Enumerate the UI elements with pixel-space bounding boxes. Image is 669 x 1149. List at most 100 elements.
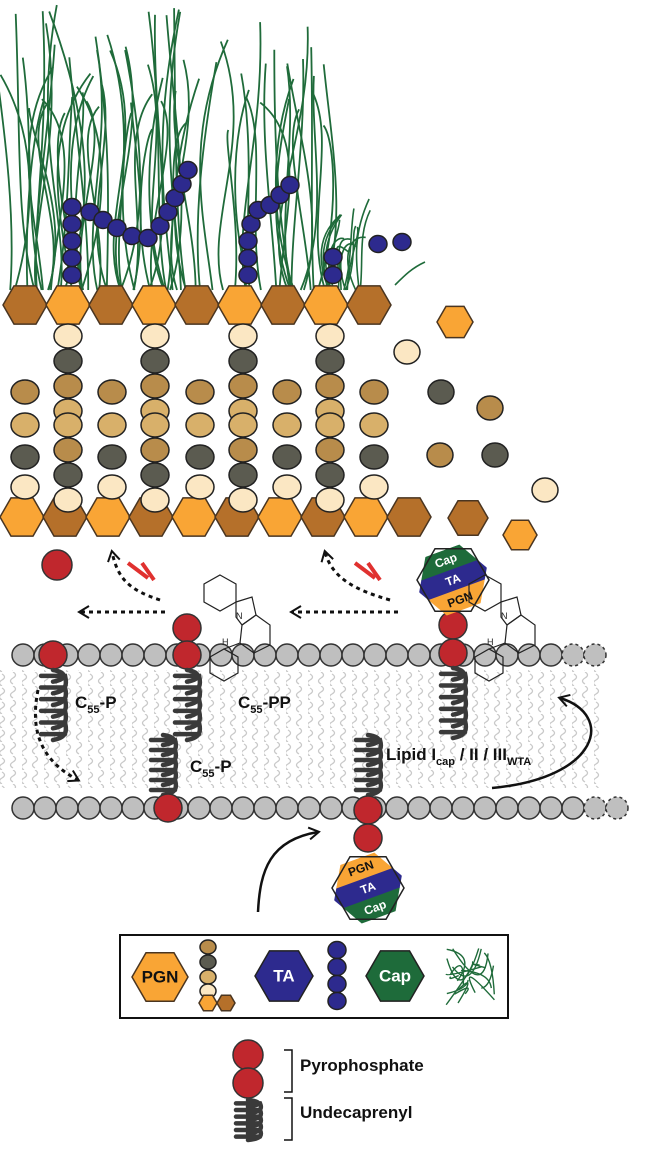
lipid-head-inner [407, 796, 431, 820]
lipid-head-inner [187, 796, 211, 820]
label-lipid-intermediates: Lipid Icap / II / IIIWTA [386, 745, 531, 768]
legend-fibre [468, 976, 495, 1001]
glycan-strand-hexagon [303, 285, 349, 325]
peptide-bead [53, 412, 83, 438]
peptide-bead [315, 323, 345, 349]
cap-fibre [310, 47, 315, 291]
cap-fibre [147, 64, 165, 291]
glycan-strand-hexagon [171, 497, 217, 537]
peptide-bead [185, 412, 215, 438]
cap-fibre [226, 129, 238, 291]
undecaprenyl-c55p [38, 667, 69, 743]
cap-fibre [41, 98, 66, 291]
peptide-bead [53, 373, 83, 399]
legend-ta-bead [327, 991, 347, 1011]
lipid-head-inner [55, 796, 79, 820]
lipid-head-outer [539, 643, 563, 667]
released-peptide [426, 442, 454, 468]
teichoic-acid-bead [368, 234, 388, 254]
peptide-bead [315, 412, 345, 438]
cap-fibre [94, 36, 110, 291]
legend-ta-label: TA [273, 967, 294, 986]
lipid-head-outer [561, 643, 585, 667]
cap-fibre [275, 78, 295, 291]
lipid-head-inner [121, 796, 145, 820]
phosphate-c55p-inner [153, 793, 183, 823]
cytoplasmic-membrane [0, 643, 629, 820]
peptide-bead [185, 444, 215, 470]
ta-band [330, 865, 406, 911]
legend-peptide-bead [199, 939, 217, 955]
peptide-bead [315, 462, 345, 488]
peptide-bead [53, 323, 83, 349]
pyrophosphate-lipid-inner-2 [353, 823, 383, 853]
legend-fibre [461, 969, 492, 989]
legend-fibre [451, 948, 482, 977]
legend-box [119, 934, 509, 1019]
lipid-head-inner [253, 796, 277, 820]
peptide-bead [140, 323, 170, 349]
cap-fibre [290, 58, 305, 291]
legend-phosphate-1 [232, 1039, 264, 1071]
peptide-bead [140, 373, 170, 399]
released-peptide [481, 442, 509, 468]
cap-fibre [168, 11, 182, 291]
glycan-strand-hexagon [85, 497, 131, 537]
pyrophosphate-lipid-inner-1 [353, 795, 383, 825]
lipid-head-inner [297, 796, 321, 820]
released-glycan [447, 499, 489, 537]
legend-ta-bead [327, 957, 347, 977]
teichoic-acid-bead [62, 248, 82, 268]
teichoic-acid-bead [138, 228, 158, 248]
peptide-bead [10, 444, 40, 470]
lipid-head-inner [473, 796, 497, 820]
legend-fibre [483, 952, 495, 995]
legend-pgn-hexagon [131, 952, 189, 1002]
peptide-bead [315, 487, 345, 513]
lipid-head-inner [605, 796, 629, 820]
cap-fibre [217, 41, 235, 291]
phosphate-c55p [38, 640, 68, 670]
teichoic-acid-bead [122, 226, 142, 246]
teichoic-acid-bead [238, 231, 258, 251]
lipid-head-inner [495, 796, 519, 820]
lipid-head-inner [99, 796, 123, 820]
cap-fibre [277, 26, 309, 291]
legend-ta-bead [327, 940, 347, 960]
teichoic-acid-bead [62, 214, 82, 234]
peptide-bead [10, 412, 40, 438]
undecaprenyl-c55pp [172, 667, 203, 743]
glycan-strand-hexagon [131, 285, 177, 325]
teichoic-acid-bead [238, 248, 258, 268]
cap-fibre [310, 90, 326, 291]
released-peptide [476, 395, 504, 421]
legend-undecaprenyl [233, 1097, 264, 1143]
cap-fibre [286, 63, 314, 291]
lipid-head-inner [275, 796, 299, 820]
lipid-head-outer [583, 643, 607, 667]
cap-fibre [320, 215, 340, 291]
peptide-bead [272, 379, 302, 405]
lipid-head-inner [33, 796, 57, 820]
cap-fibre [109, 50, 127, 291]
released-glycan [502, 519, 538, 551]
pyrophosphate-lipid-outer-2 [438, 638, 468, 668]
lipid-head-inner [11, 796, 35, 820]
teichoic-acid-bead [93, 210, 113, 230]
legend-fibre [446, 979, 469, 995]
flux-arrows [33, 549, 593, 913]
inhibitor-molecule-2: NH [468, 574, 536, 682]
flippase-arrow [256, 826, 321, 913]
teichoic-acid-bead [392, 232, 412, 252]
cap-fibre [245, 96, 262, 291]
lipid-head-inner [77, 796, 101, 820]
cap-fibre [68, 57, 90, 291]
teichoic-acid-bead [280, 175, 300, 195]
dotted-arrow-up-1 [107, 549, 161, 602]
legend-pyrophosphate-label: Pyrophosphate [300, 1056, 424, 1075]
lipid-tails-region [0, 670, 600, 788]
